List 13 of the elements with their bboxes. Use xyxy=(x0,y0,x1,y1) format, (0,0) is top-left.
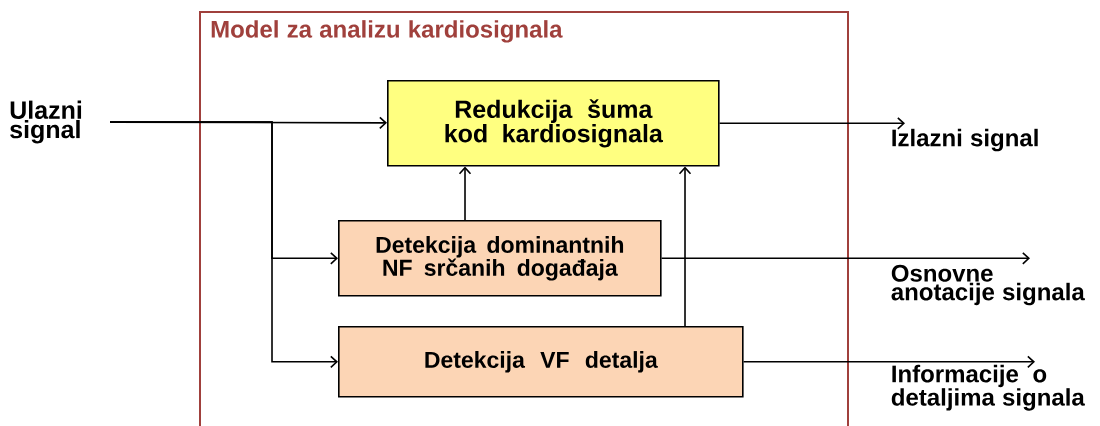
arrow xyxy=(458,166,472,221)
arrow xyxy=(109,121,338,369)
arrow xyxy=(742,355,1035,369)
output-label: Osnovne anotacije signala xyxy=(891,264,1085,306)
arrow xyxy=(678,166,692,327)
input-label: Ulazni signal xyxy=(10,100,82,144)
process-box: Redukcija šuma kod kardiosignala xyxy=(387,80,720,167)
process-box: Detekcija VF detalja xyxy=(338,326,744,398)
arrow xyxy=(718,117,905,130)
process-box: Detekcija dominantnih NF srčanih događaja xyxy=(338,220,662,297)
output-label: Informacije o detaljima signala xyxy=(891,364,1085,411)
output-label: Izlazni signal xyxy=(892,128,1038,152)
arrow xyxy=(660,252,1030,265)
